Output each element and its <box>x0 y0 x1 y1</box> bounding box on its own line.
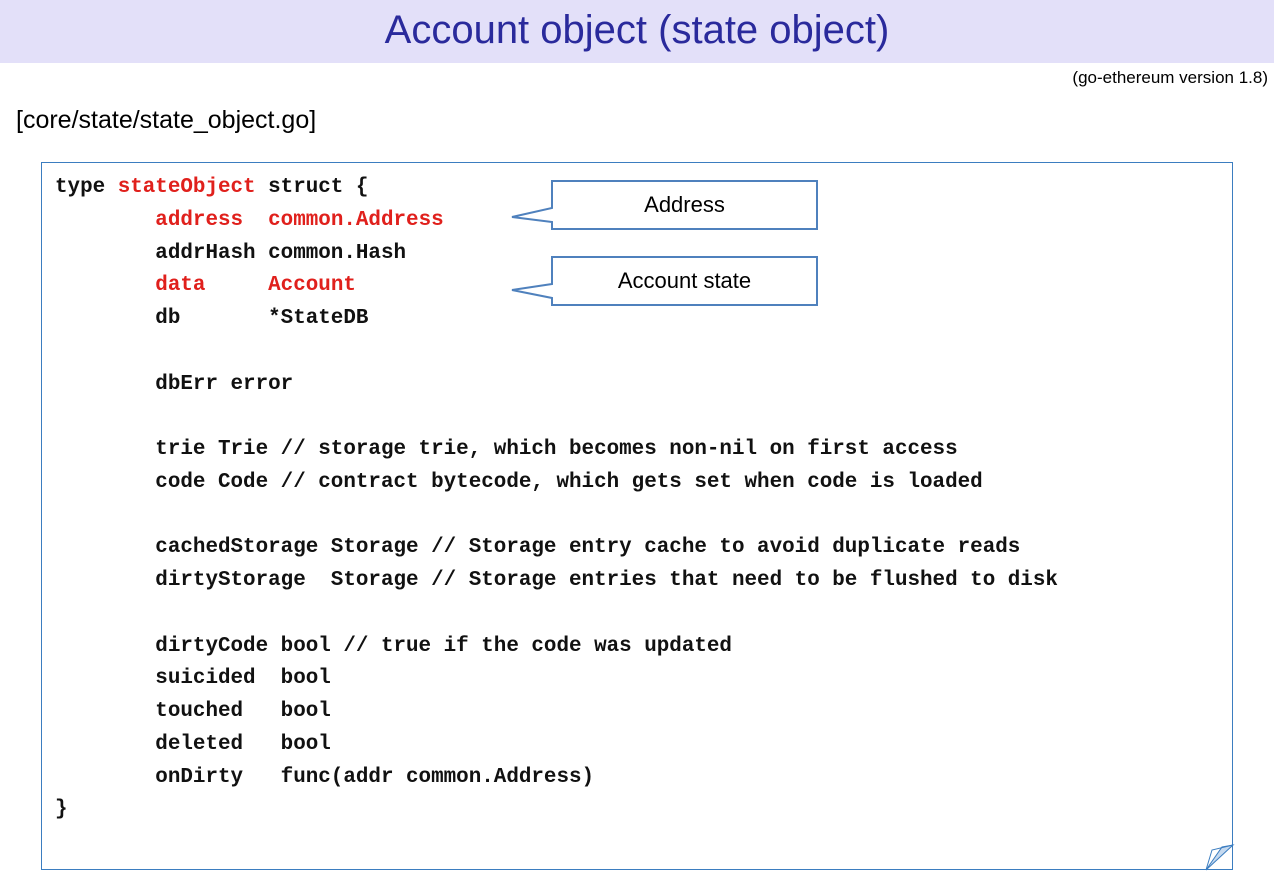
struct-name: stateObject <box>117 176 256 199</box>
code-line-address: address common.Address <box>55 205 1058 238</box>
code-line-type: type stateObject struct { <box>55 172 1058 205</box>
code-line-dberr: dbErr error <box>155 372 294 396</box>
code-line-deleted: deleted bool <box>155 732 331 756</box>
code-line-closing: } <box>55 798 68 822</box>
code-line-touched: touched bool <box>155 700 331 723</box>
file-path: [core/state/state_object.go] <box>16 106 317 134</box>
callout-address-shape <box>511 180 818 230</box>
version-note: (go-ethereum version 1.8) <box>1072 68 1268 87</box>
title-bar <box>0 0 1274 63</box>
field-address: address <box>155 208 244 232</box>
code-line-addrhash: addrHash common.Hash <box>155 241 407 265</box>
field-data-type: Account <box>268 274 356 298</box>
callout-account-state-label: Account state <box>617 268 752 293</box>
field-address-type: common.Address <box>268 208 444 232</box>
field-data: data <box>155 274 206 298</box>
struct-keyword: struct { <box>255 176 369 199</box>
code-line-cachedstorage: cachedStorage Storage // Storage entry c… <box>155 536 1021 560</box>
slide-title: Account object (state object) <box>384 8 890 52</box>
code-line-code: code Code // contract bytecode, which ge… <box>155 470 983 494</box>
callout-address-label: Address <box>644 192 725 217</box>
code-block: type stateObject struct { address common… <box>55 172 1058 827</box>
keyword-type: type <box>55 176 118 199</box>
callout-account-state-shape <box>511 256 818 306</box>
code-line-data: data Account <box>55 270 1058 303</box>
code-line-suicided: suicided bool <box>155 667 331 691</box>
code-line-ondirty: onDirty func(addr common.Address) <box>155 765 595 789</box>
code-line-dirtycode: dirtyCode bool // true if the code was u… <box>155 634 732 658</box>
code-line-db: db *StateDB <box>155 307 369 330</box>
code-line-trie: trie Trie // storage trie, which becomes… <box>155 438 958 461</box>
code-line-dirtystorage: dirtyStorage Storage // Storage entries … <box>155 569 1058 592</box>
